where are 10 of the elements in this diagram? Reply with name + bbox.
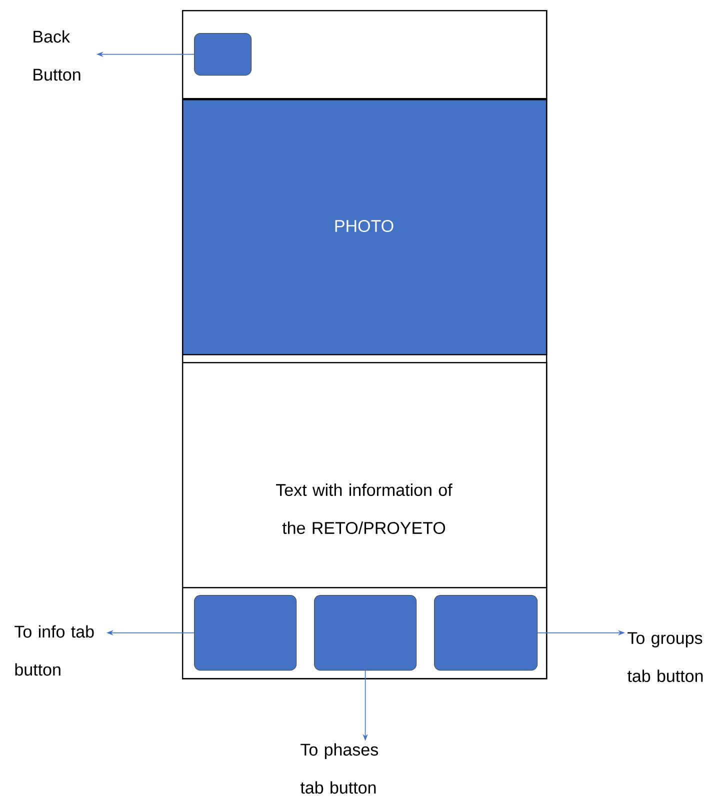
callout-label: To info tab button xyxy=(14,625,94,676)
back-button xyxy=(194,33,252,76)
placeholder-label: PHOTO xyxy=(335,220,394,232)
callout-label: Back Button xyxy=(34,30,80,81)
tab-button xyxy=(434,595,538,671)
tab-button xyxy=(314,595,417,671)
callout-label: To groups tab button xyxy=(627,632,703,682)
tab-button xyxy=(194,595,297,671)
header-bar xyxy=(182,10,548,100)
callout-label: To phases tab button xyxy=(300,743,378,794)
